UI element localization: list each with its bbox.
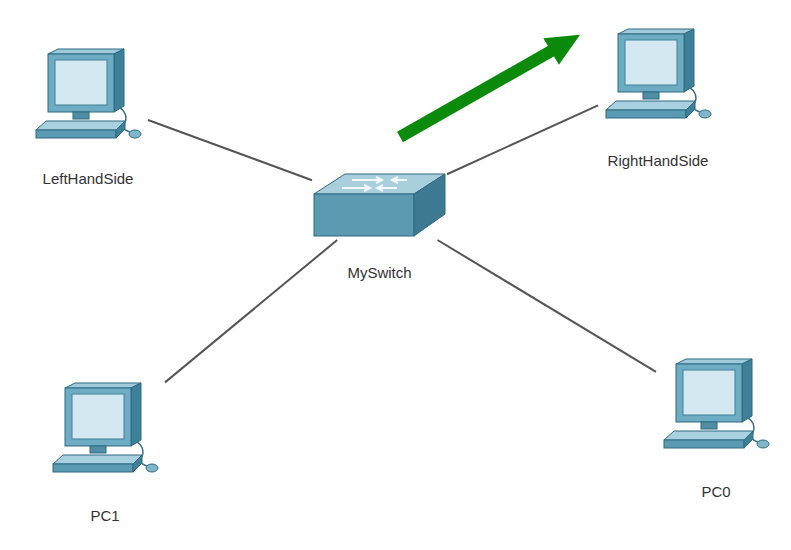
pc-icon [28,48,148,148]
switch-front [314,194,414,236]
pc-device: LeftHandSide [28,48,148,148]
keyboard-front [36,130,116,138]
keyboard-front [606,110,686,118]
monitor-front [48,54,114,112]
switch-side [414,174,445,236]
keyboard-side [116,121,125,138]
monitor-screen [55,60,107,105]
pc-device: PC0 [656,358,776,458]
mouse [757,440,769,448]
network-cable [165,240,337,382]
keyboard-top [606,101,695,110]
keyboard-top [664,431,753,440]
mouse [129,130,141,138]
keyboard-side [744,431,753,448]
pc-icon [598,28,718,128]
monitor-side [114,49,124,112]
switch-device: MySwitch [312,170,447,240]
keyboard-side [686,101,695,118]
monitor-top [618,29,694,34]
switch-icon [312,170,447,240]
monitor-stand [90,446,106,453]
pc-device: RightHandSide [598,28,718,128]
monitor-stand [643,92,659,99]
keyboard-top [36,121,125,130]
network-cable [447,105,598,174]
network-cable [438,240,656,372]
device-label: LeftHandSide [43,170,134,188]
keyboard-top [53,455,142,464]
device-label: MySwitch [347,264,411,282]
device-label: PC0 [701,483,730,501]
keyboard-side [133,455,142,472]
mouse [146,464,158,472]
switch-arrow [352,177,382,183]
pc-icon [656,358,776,458]
monitor-side [131,383,141,446]
pc-device: PC1 [45,382,165,482]
monitor-front [65,388,131,446]
mouse [699,110,711,118]
keyboard-front [664,440,744,448]
green-arrow-shaft [400,50,553,137]
monitor-top [676,359,752,364]
monitor-stand [73,112,89,119]
switch-arrow [342,185,370,191]
green-arrow-head [545,36,578,63]
monitor-top [65,383,141,388]
keyboard-front [53,464,133,472]
monitor-front [618,34,684,92]
device-label: PC1 [90,507,119,525]
monitor-side [684,29,694,92]
network-cable [148,120,312,180]
switch-arrow [392,177,407,183]
monitor-top [48,49,124,54]
monitor-screen [72,394,124,439]
monitor-front [676,364,742,422]
device-label: RightHandSide [608,152,709,170]
pc-icon [45,382,165,482]
switch-arrow [377,185,397,191]
monitor-screen [625,40,677,85]
monitor-side [742,359,752,422]
monitor-screen [683,370,735,415]
monitor-stand [701,422,717,429]
